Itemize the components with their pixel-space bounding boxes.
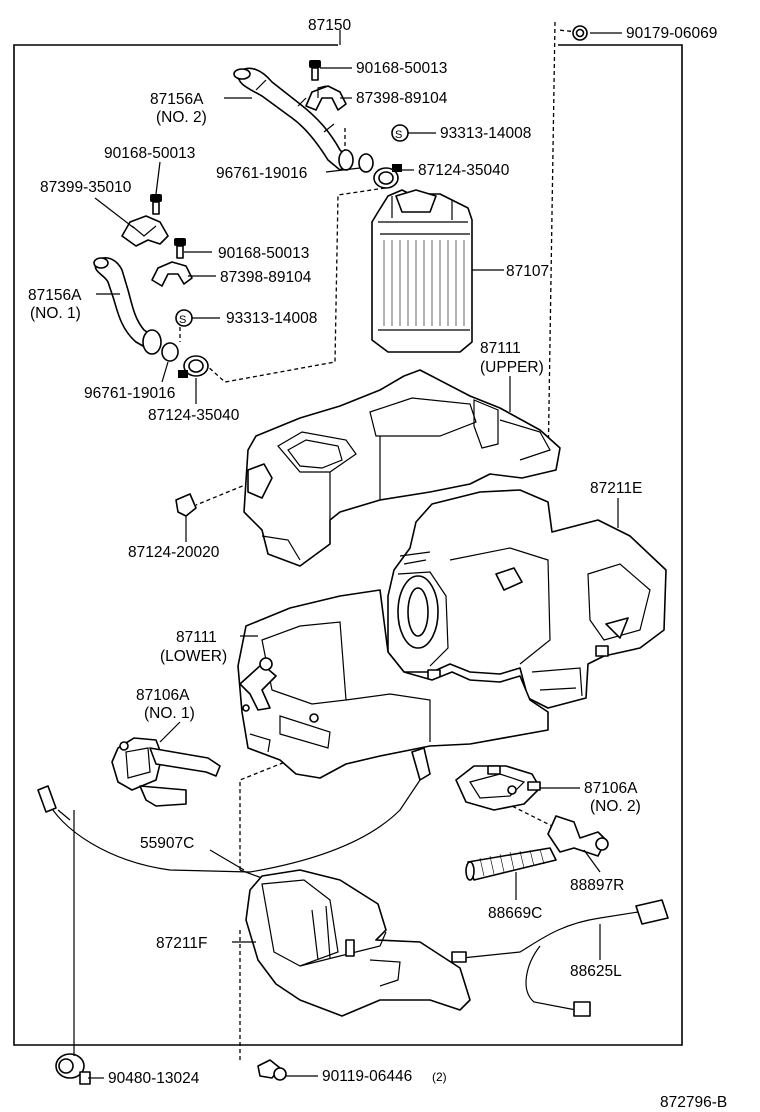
harness-part [451, 899, 669, 1017]
washer-s-mid-part: S [175, 309, 193, 327]
part-labels: 87150 90179-06069 90168-50013 87398-8910… [28, 17, 727, 1111]
label-oring-mid: 96761-19016 [84, 385, 175, 402]
label-clip-left: 87124-20020 [128, 544, 220, 561]
label-hose-no2-sub: (NO. 2) [156, 109, 207, 126]
label-hose-no1: 87156A [28, 287, 82, 304]
label-bracket-left: 87399-35010 [40, 179, 132, 196]
label-assembly: 87150 [308, 17, 351, 34]
clamp-mid-part [151, 261, 193, 287]
label-case-lower: 87111 [176, 629, 217, 646]
duct-e-part [387, 489, 667, 709]
screw-mid-part [174, 238, 186, 259]
label-cable: 55907C [140, 835, 194, 852]
label-clamp-mid: 87398-89104 [220, 269, 312, 286]
assembly-frame [13, 30, 683, 1046]
label-hose-no1-sub: (NO. 1) [30, 305, 81, 322]
label-screw-bottom: 90119-06446 [322, 1068, 412, 1085]
clamp-hose-mid-part [178, 355, 209, 378]
screw-bottom-part [257, 1059, 287, 1081]
bracket-left-part [121, 215, 169, 247]
label-case-lower-sub: (LOWER) [160, 648, 227, 665]
label-sensor: 88897R [570, 877, 624, 894]
svg-text:S: S [179, 314, 186, 326]
screw-left-part [150, 194, 162, 215]
hose-no2-part [233, 67, 354, 171]
sensor-part [547, 815, 609, 857]
hose-no1-part [93, 257, 162, 355]
label-screw-top: 90168-50013 [356, 60, 447, 77]
label-clip-top-right: 90179-06069 [626, 25, 717, 42]
washer-s-top-part: S [391, 124, 409, 142]
clamp-hose-top-part [373, 164, 402, 189]
label-servo-no2-sub: (NO. 2) [590, 798, 641, 815]
label-clamp-top: 87398-89104 [356, 90, 448, 107]
label-servo-no1-sub: (NO. 1) [144, 705, 195, 722]
servo-no1-part [111, 737, 221, 807]
heater-case-upper-part [243, 369, 561, 567]
heater-case-lower-part [237, 589, 549, 779]
label-duct-f: 87211F [156, 935, 207, 952]
label-washer-s-top: 93313-14008 [440, 125, 531, 142]
label-clamp-hose-top: 87124-35040 [418, 162, 510, 179]
label-screw-mid: 90168-50013 [218, 245, 309, 262]
clip-top-right-part [572, 25, 588, 41]
label-servo-no1: 87106A [136, 687, 190, 704]
label-heater-core: 87107 [506, 263, 549, 280]
label-washer-s-mid: 93313-14008 [226, 310, 317, 327]
label-case-upper: 87111 [480, 340, 521, 357]
label-grommet: 88669C [488, 905, 542, 922]
svg-text:S: S [395, 129, 402, 141]
label-servo-no2: 87106A [584, 780, 638, 797]
leader-lines [73, 32, 622, 1079]
clip-left-part [175, 493, 197, 517]
label-harness: 88625L [570, 963, 622, 980]
servo-no2-part [455, 765, 541, 811]
label-oring-top: 96761-19016 [216, 165, 307, 182]
label-clamp-hose-mid: 87124-35040 [148, 407, 240, 424]
clamp-top-part [305, 85, 347, 111]
label-case-upper-sub: (UPPER) [480, 359, 544, 376]
control-cable-part [37, 747, 431, 879]
grommet-bottom-part [55, 1053, 91, 1085]
screw-top-part [309, 60, 321, 81]
label-screw-bottom-qty: (2) [432, 1070, 447, 1084]
dashed-reference-lines [179, 21, 579, 1062]
label-duct-e: 87211E [590, 480, 642, 497]
duct-f-part [245, 869, 471, 1017]
figure-id: 872796-B [660, 1094, 727, 1111]
heater-core-part [371, 189, 473, 353]
label-grommet-bottom: 90480-13024 [108, 1070, 200, 1087]
grommet-part [465, 847, 557, 881]
oring-mid-part [161, 342, 179, 362]
oring-top-part [358, 153, 374, 173]
label-screw-left: 90168-50013 [104, 145, 195, 162]
label-hose-no2: 87156A [150, 91, 204, 108]
